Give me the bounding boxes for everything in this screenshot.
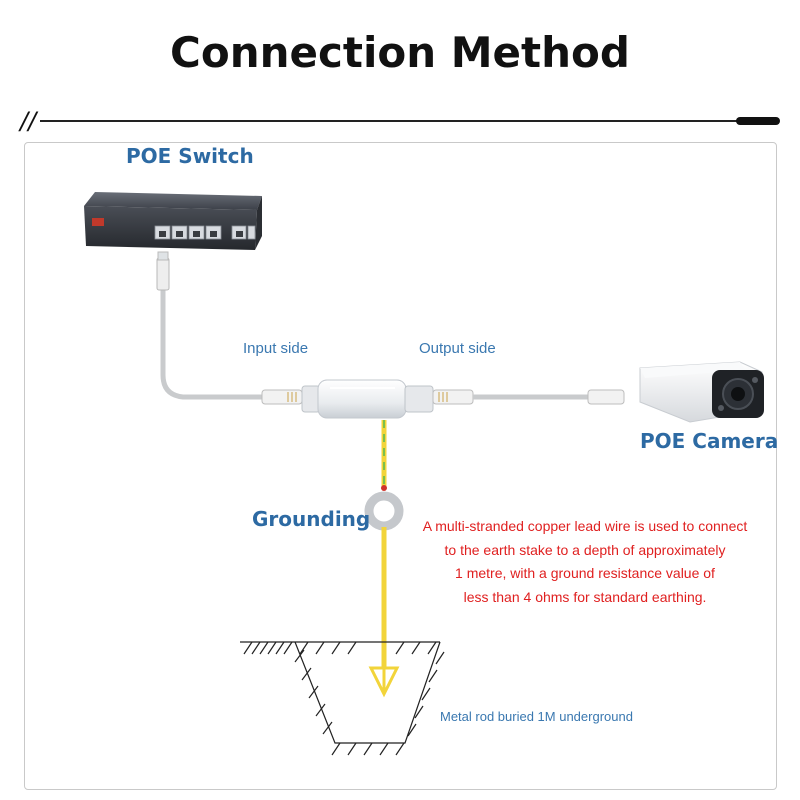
note-line: less than 4 ohms for standard earthing. bbox=[463, 588, 707, 605]
input-side-label: Input side bbox=[243, 340, 309, 357]
divider-end-cap bbox=[736, 117, 780, 125]
page-title: Connection Method bbox=[170, 28, 630, 77]
note-line: A multi-stranded copper lead wire is use… bbox=[422, 518, 748, 534]
grounding-note: A multi-stranded copper lead wire is use… bbox=[400, 515, 770, 609]
note-line: to the earth stake to a depth of approxi… bbox=[444, 541, 726, 558]
note-line: 1 metre, with a ground resistance value … bbox=[455, 565, 715, 581]
ground-ring-terminal bbox=[364, 491, 404, 531]
output-cable bbox=[432, 389, 625, 405]
earth-pit bbox=[240, 641, 445, 756]
output-side-label: Output side bbox=[419, 340, 496, 357]
grounding-label: Grounding bbox=[252, 507, 371, 531]
ground-wire bbox=[364, 420, 404, 698]
switch-logo-icon bbox=[92, 218, 104, 226]
poe-switch-device bbox=[84, 192, 262, 250]
surge-protector bbox=[301, 379, 434, 419]
poe-camera-device bbox=[639, 361, 764, 423]
camera-rj45-plug bbox=[587, 389, 625, 405]
divider-line bbox=[40, 120, 740, 122]
switch-rj45-plug bbox=[156, 257, 170, 291]
divider-slashes: // bbox=[20, 107, 37, 135]
metal-rod-label: Metal rod buried 1M underground bbox=[440, 709, 633, 724]
poe-switch-label: POE Switch bbox=[126, 144, 254, 168]
input-cable bbox=[156, 251, 303, 405]
diagram-frame bbox=[24, 142, 777, 790]
poe-camera-label: POE Camera bbox=[640, 429, 779, 453]
